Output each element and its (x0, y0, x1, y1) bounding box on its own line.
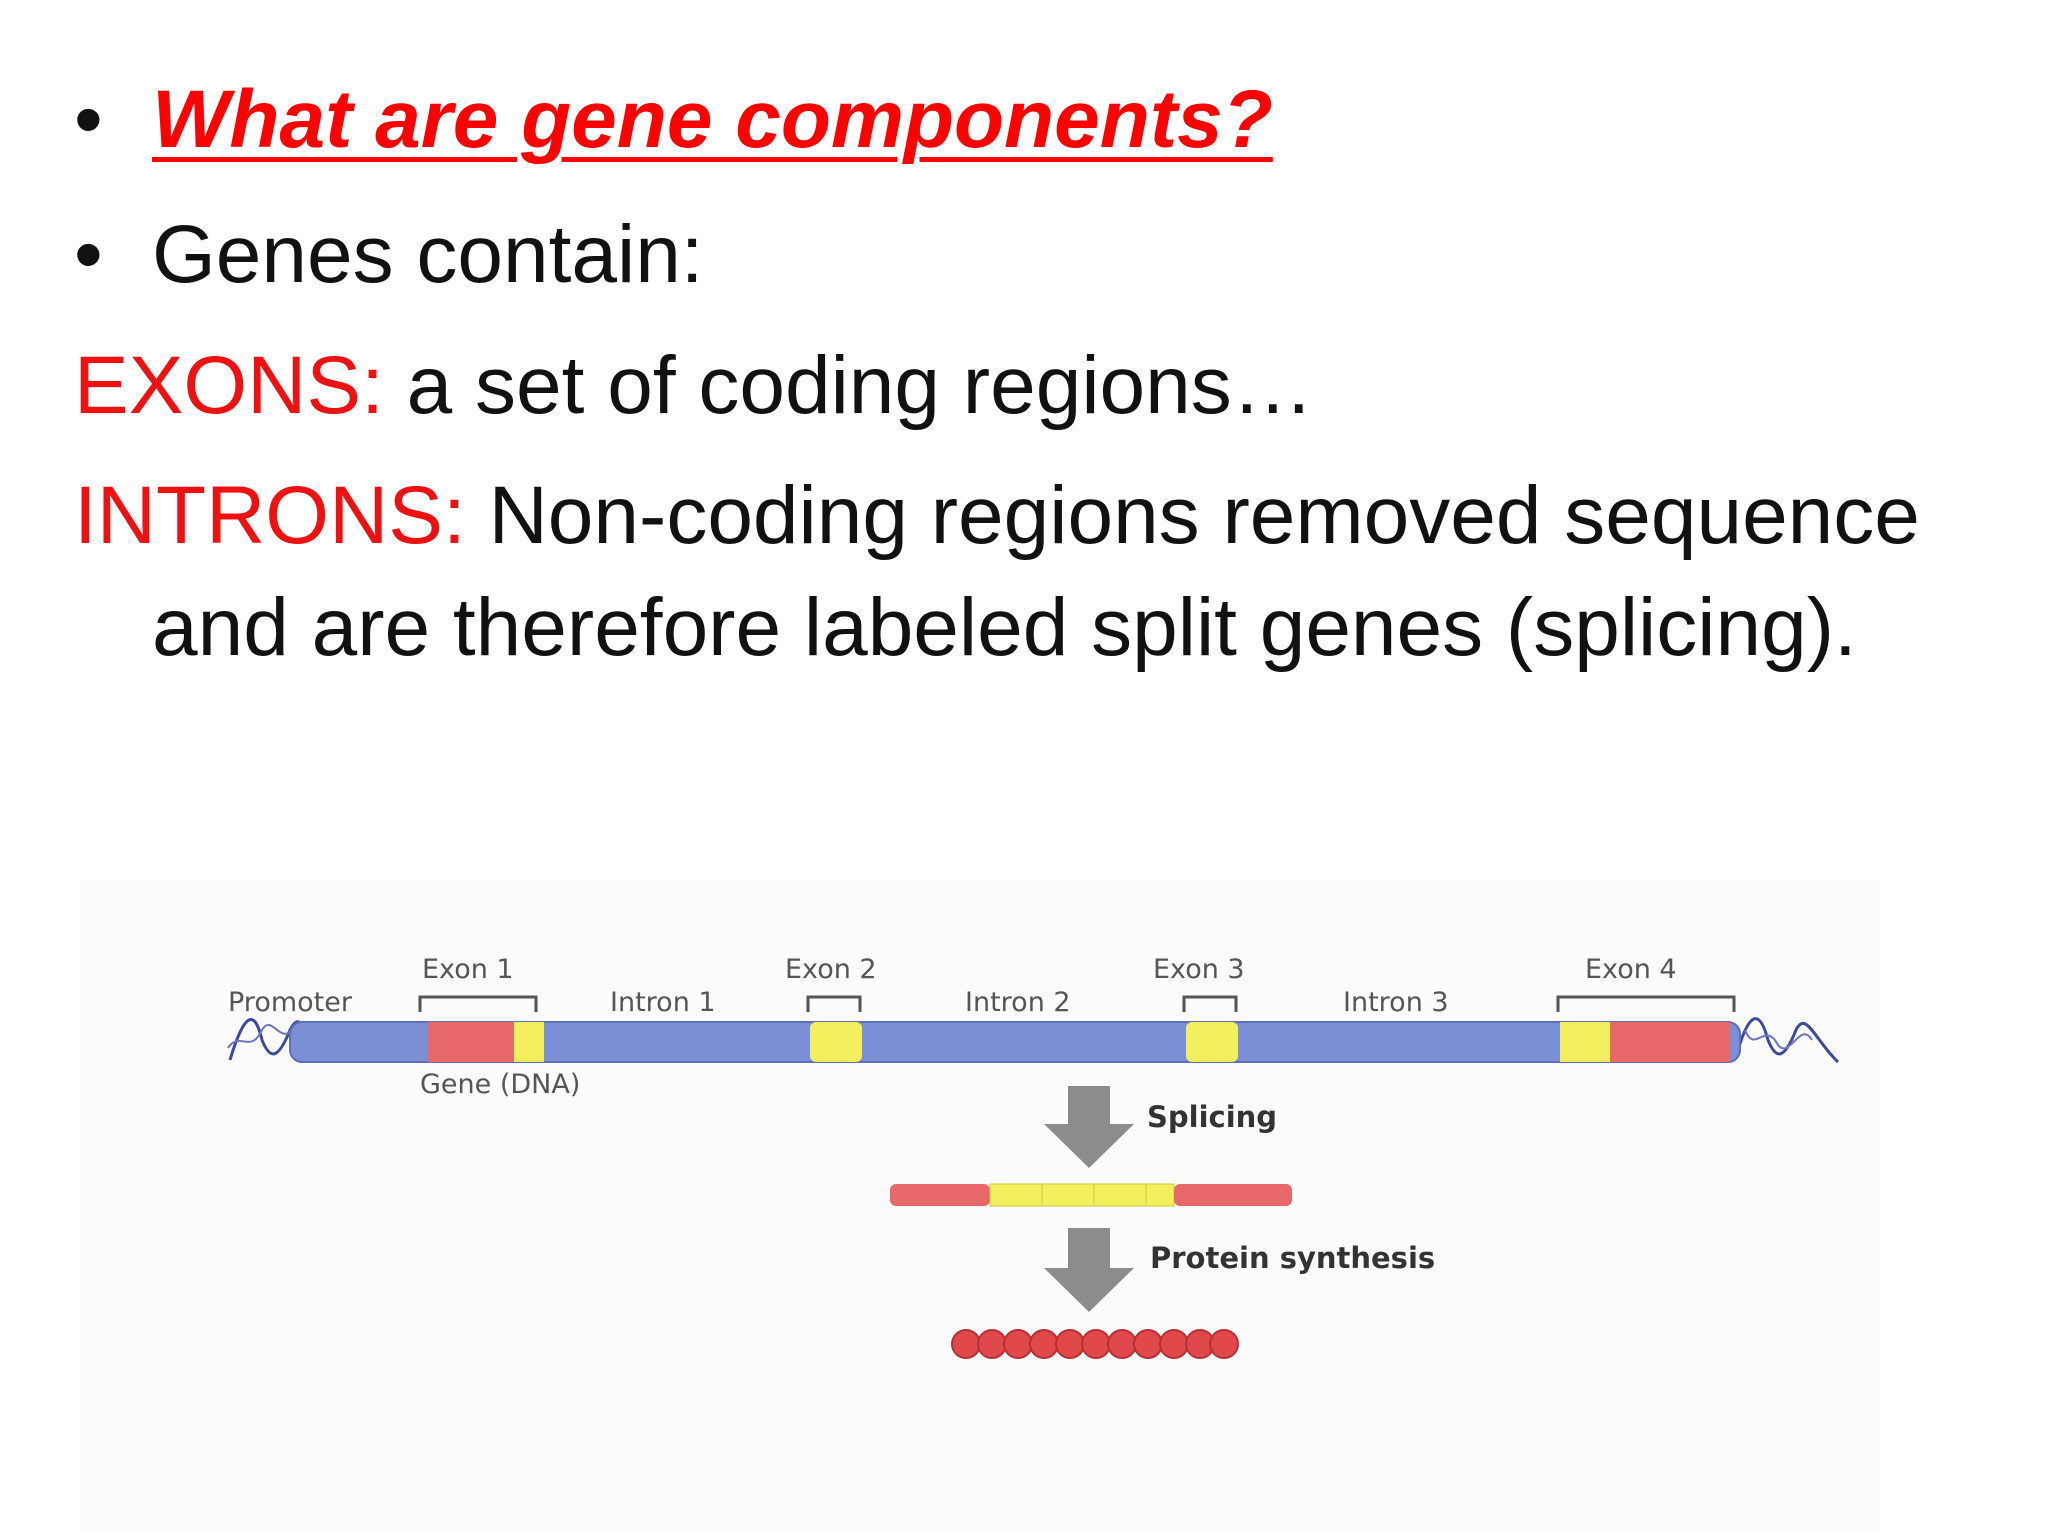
introns-definition: INTRONS: Non-coding regions removed sequ… (74, 460, 2048, 684)
exon1-bracket (418, 995, 538, 1012)
amino-acid-bead (1055, 1329, 1085, 1359)
protein-chain (951, 1329, 1239, 1359)
mrna-exon4-segment (1174, 1184, 1292, 1206)
exons-term: EXONS: (74, 340, 384, 431)
exon4-coding-segment (1610, 1022, 1730, 1062)
exon2-segment (810, 1022, 862, 1062)
exon2-bracket (806, 995, 862, 1012)
dna-helix-left-strand (227, 1023, 296, 1049)
amino-acid-bead (977, 1329, 1007, 1359)
gene-dna-label: Gene (DNA) (420, 1069, 580, 1100)
exon3-segment (1186, 1022, 1238, 1062)
exon2-label: Exon 2 (785, 954, 877, 985)
amino-acid-bead (1081, 1329, 1111, 1359)
amino-acid-bead (1003, 1329, 1033, 1359)
splicing-label: Splicing (1147, 1100, 1277, 1134)
amino-acid-bead (1209, 1329, 1239, 1359)
dna-helix-right-strand (1744, 1029, 1813, 1050)
amino-acid-bead (951, 1329, 981, 1359)
introns-text: Non-coding regions removed sequence and … (152, 470, 1920, 673)
genes-contain-bullet: • Genes contain: (74, 205, 704, 305)
intron3-label: Intron 3 (1343, 987, 1449, 1018)
introns-term: INTRONS: (74, 470, 466, 561)
mrna-exon3-segment (1093, 1183, 1147, 1207)
intron2-label: Intron 2 (965, 987, 1071, 1018)
bullet-glyph: • (74, 74, 103, 165)
exons-definition: EXONS: a set of coding regions… (74, 330, 1974, 442)
bullet-glyph: • (74, 209, 103, 300)
mrna-exon2-segment (1041, 1183, 1095, 1207)
exon4-label: Exon 4 (1585, 954, 1677, 985)
promoter-label: Promoter (228, 987, 353, 1018)
exons-text: a set of coding regions… (383, 340, 1314, 431)
mrna-splice-segment-4 (1145, 1183, 1175, 1207)
intron1-label: Intron 1 (610, 987, 716, 1018)
mrna-splice-segment-1 (989, 1183, 1043, 1207)
exon3-label: Exon 3 (1153, 954, 1245, 985)
splicing-arrow-icon (1044, 1086, 1134, 1168)
question-bullet: • What are gene components? (74, 70, 1273, 170)
protein-synthesis-arrow-icon (1044, 1228, 1134, 1312)
mrna-exon1-segment (890, 1184, 990, 1206)
amino-acid-bead (1107, 1329, 1137, 1359)
dna-helix-right (1736, 1017, 1840, 1064)
amino-acid-bead (1029, 1329, 1059, 1359)
exon1-splice-segment (514, 1022, 544, 1062)
genes-contain-text: Genes contain: (152, 209, 704, 300)
dna-strand-bar (289, 1021, 1741, 1063)
exon4-splice-segment (1560, 1022, 1610, 1062)
amino-acid-bead (1133, 1329, 1163, 1359)
exon1-coding-segment (428, 1022, 514, 1062)
amino-acid-bead (1159, 1329, 1189, 1359)
protein-synthesis-label: Protein synthesis (1150, 1241, 1435, 1275)
slide-title-question: What are gene components? (152, 74, 1273, 165)
exon4-bracket (1556, 995, 1736, 1012)
exon3-bracket (1182, 995, 1238, 1012)
exon1-label: Exon 1 (422, 954, 514, 985)
